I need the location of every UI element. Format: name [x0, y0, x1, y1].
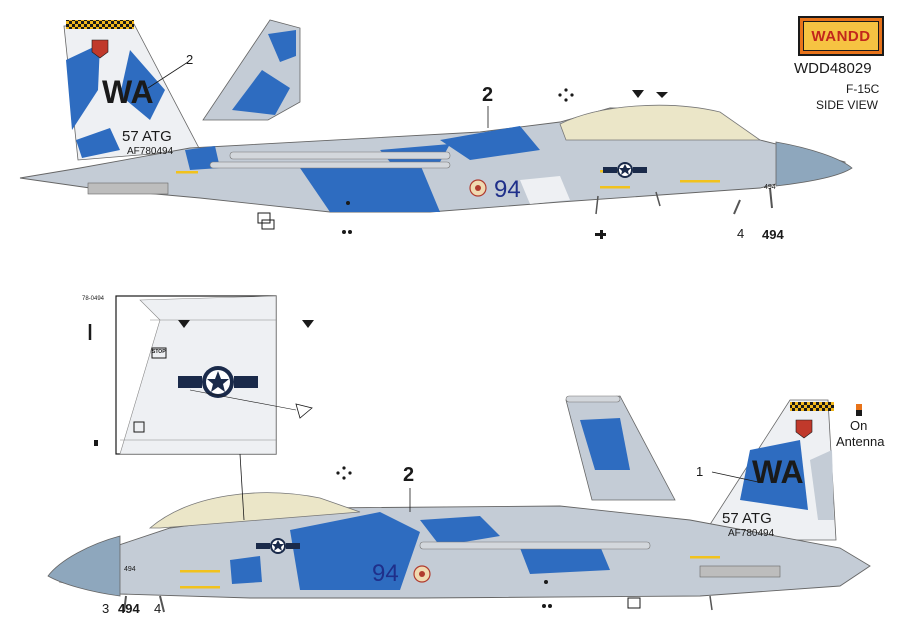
bottom-aircraft	[47, 395, 871, 613]
top-number-494: 494	[762, 227, 784, 242]
brand-logo: WANDD	[798, 16, 884, 56]
top-callout-2-tail: 2	[186, 52, 194, 67]
bottom-modex: 94	[372, 560, 399, 587]
product-code: WDD48029	[794, 60, 872, 77]
top-tail-code: WA	[102, 74, 154, 110]
bottom-callout-2: 2	[403, 464, 415, 486]
inset-stencil-serial: 78-0494	[82, 296, 105, 302]
top-serial: AF780494	[127, 146, 174, 157]
on-antenna-note-line1: On	[850, 418, 868, 433]
top-callout-4: 4	[737, 226, 745, 241]
bottom-nose-number: 494	[124, 566, 136, 573]
aircraft-model: F-15C	[846, 82, 880, 96]
bottom-callout-3: 3	[102, 601, 110, 616]
bottom-radome	[47, 535, 121, 597]
bottom-tail-code: WA	[752, 454, 804, 490]
bottom-callout-1: 1	[696, 464, 704, 479]
top-tail-checkers	[66, 20, 134, 29]
bottom-callout-4: 4	[154, 601, 162, 616]
top-canopy	[559, 104, 762, 141]
brand-logo-text: WANDD	[811, 27, 871, 45]
inset-stop-label: STOP	[152, 349, 166, 355]
bottom-canopy	[148, 492, 361, 529]
top-unit: 57 ATG	[122, 128, 172, 145]
top-modex: 94	[494, 176, 521, 203]
bottom-serial: AF780494	[728, 528, 775, 539]
top-callout-2-spine: 2	[482, 84, 494, 106]
bottom-unit: 57 ATG	[722, 510, 772, 527]
detail-inset	[88, 295, 314, 521]
view-label: SIDE VIEW	[816, 98, 879, 112]
top-aircraft	[19, 19, 853, 239]
on-antenna-note-line2: Antenna	[836, 434, 885, 449]
top-nose-number: 494	[764, 184, 776, 191]
bottom-tail-checkers	[790, 402, 834, 411]
bottom-number-494: 494	[118, 601, 140, 616]
top-radome	[775, 141, 853, 187]
